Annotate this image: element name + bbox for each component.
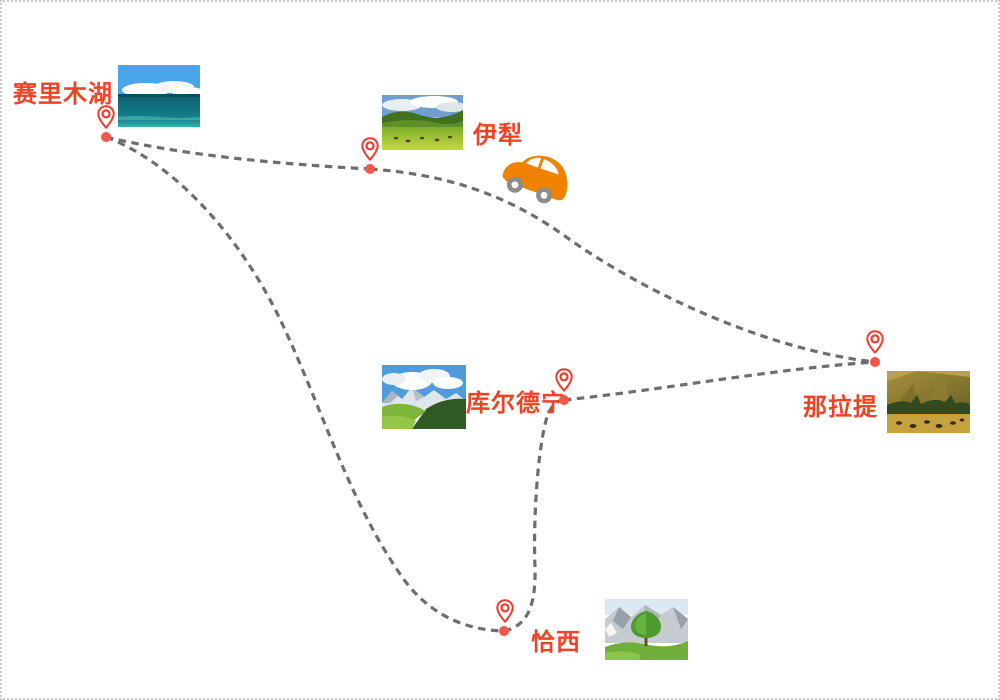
kuerdening-photo (382, 365, 466, 429)
route-dot-nalati (870, 357, 880, 367)
route-sayram-to-yili (105, 135, 371, 171)
location-pin-icon (97, 105, 115, 129)
stop-label-nalati: 那拉提 (803, 394, 878, 421)
nalati-photo (887, 371, 970, 433)
location-pin-icon (361, 137, 379, 161)
route-dot-yili (365, 164, 375, 174)
route-dot-qiaxi (499, 626, 509, 636)
route-yili-to-nalati (369, 167, 876, 364)
car-icon (502, 155, 568, 204)
location-pin-icon (496, 599, 514, 623)
location-pin-icon (555, 368, 573, 392)
yili-photo (382, 95, 463, 150)
route-dot-sayram-lake (101, 132, 111, 142)
location-pin-icon (866, 330, 884, 354)
stop-label-sayram-lake: 赛里木湖 (13, 81, 113, 108)
qiaxi-photo (605, 599, 688, 660)
route-dot-kuerdening (559, 395, 569, 405)
stop-label-yili: 伊犁 (473, 122, 523, 149)
sayram-lake-photo (118, 65, 200, 127)
route-sayram-to-qiaxi (105, 135, 505, 633)
stop-label-qiaxi: 恰西 (531, 629, 581, 656)
stop-label-kuerdening: 库尔德宁 (466, 390, 566, 417)
route-qiaxi-to-kuerdening (503, 398, 565, 633)
